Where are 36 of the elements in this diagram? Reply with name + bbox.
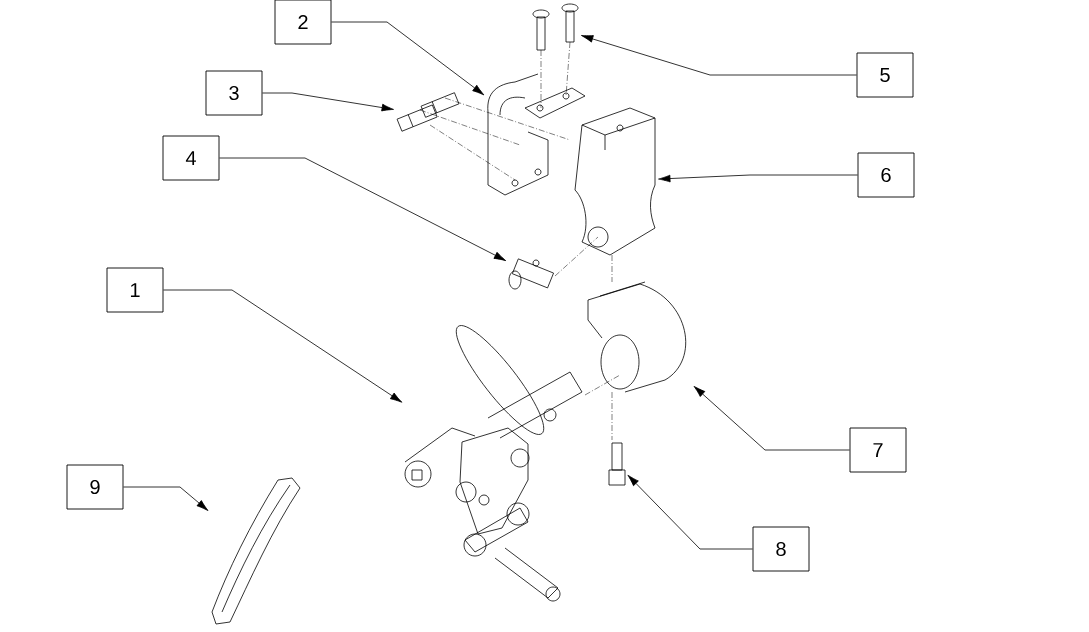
center-line [419, 109, 521, 146]
center-line [444, 97, 571, 141]
leader-line [219, 157, 507, 261]
callout-box: 8 [752, 526, 810, 572]
leader-line [123, 486, 209, 511]
leader-line [658, 174, 858, 183]
screw-pair-drawing [396, 92, 460, 132]
lever-assembly-drawing [404, 325, 583, 602]
leader-line [693, 385, 850, 451]
clamp-half-drawing [574, 107, 656, 256]
clamp-half-drawing [487, 73, 586, 196]
center-line [554, 236, 599, 277]
callout-box: 2 [274, 0, 332, 45]
callout-box: 6 [857, 152, 915, 198]
clamp-ring-drawing [587, 281, 687, 393]
center-line [611, 391, 613, 441]
screw-drawing [608, 442, 626, 486]
callout-box: 1 [106, 267, 164, 313]
screw-pair-drawing [532, 3, 579, 51]
leader-line [331, 21, 485, 96]
center-line [429, 124, 516, 181]
center-line [540, 49, 542, 109]
center-line [565, 41, 571, 97]
pin-drawing [508, 258, 554, 290]
callout-box: 7 [849, 427, 907, 473]
callout-box: 9 [66, 464, 124, 510]
leader-line [163, 289, 403, 403]
leader-line [581, 35, 857, 76]
callout-box: 5 [856, 52, 914, 98]
callout-box: 4 [162, 135, 220, 181]
center-line [611, 254, 613, 283]
leader-line [262, 92, 394, 112]
callout-box: 3 [205, 70, 263, 116]
center-line [584, 374, 621, 396]
grip-pad-drawing [211, 477, 301, 625]
leader-line [627, 474, 753, 550]
